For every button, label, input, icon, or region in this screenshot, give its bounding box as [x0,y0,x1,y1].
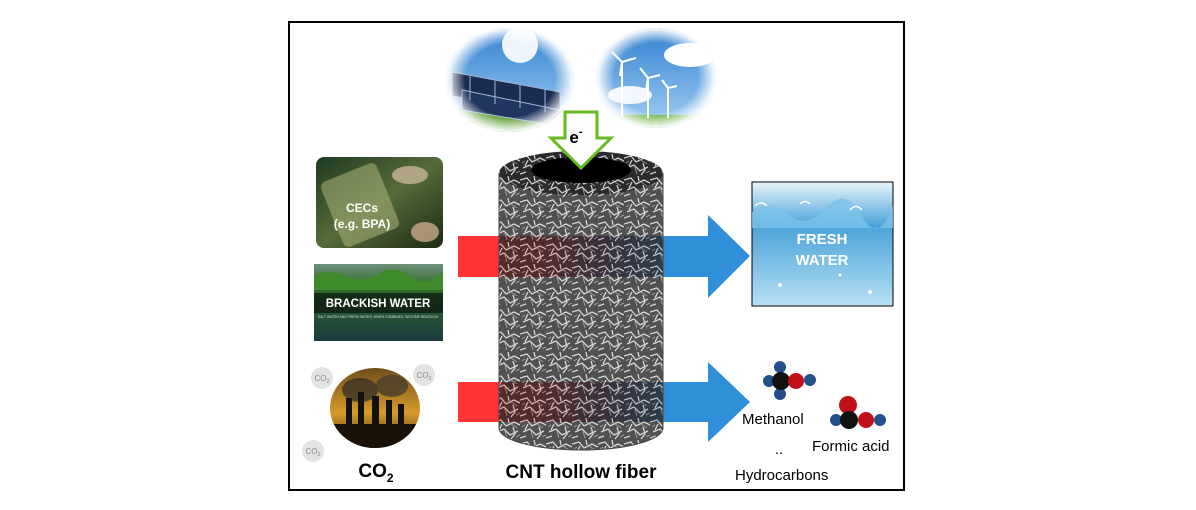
hydrocarbons-label: Hydrocarbons [735,467,828,484]
formic-acid-label: Formic acid [812,438,890,455]
methanol-molecule [763,361,816,400]
svg-text:CO2: CO2 [314,374,329,385]
co2-bubble: CO2 [311,367,333,389]
svg-text:CO2: CO2 [305,447,320,458]
brackish-water-caption: SALT WATER AND FRESH WATER, WHEN COMBINE… [318,315,439,319]
cecs-label-line1: CECs [346,201,378,215]
cnt-hollow-fiber [498,151,664,451]
wind-turbine-image [596,28,716,128]
fresh-water-image: FRESH WATER [751,181,894,307]
brackish-water-title: BRACKISH WATER [326,298,431,310]
co2-bubble: CO2 [413,364,435,386]
formic-acid-molecule [830,396,886,429]
electron-label: e- [569,126,582,147]
fresh-water-label-line1: FRESH [797,231,848,248]
cecs-label-line2: (e.g. BPA) [334,217,390,231]
fresh-water-label-line2: WATER [795,252,848,269]
cecs-image: CECs (e.g. BPA) [316,157,443,248]
svg-text:CO2: CO2 [416,371,431,382]
methanol-label: Methanol [742,411,804,428]
ellipsis: .. [775,441,783,458]
solar-panel-image [446,28,574,132]
brackish-water-image: BRACKISH WATER SALT WATER AND FRESH WATE… [314,264,443,341]
electron-input-arrow: e- [547,110,615,171]
fiber-label: CNT hollow fiber [506,462,658,483]
co2-label: CO2 [358,461,394,485]
co2-bubble: CO2 [302,440,324,462]
